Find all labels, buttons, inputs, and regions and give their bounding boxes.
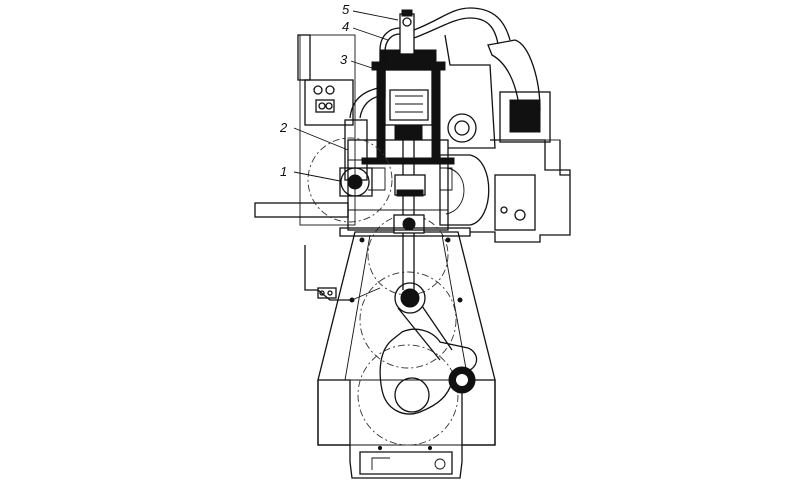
label-5: 5 <box>342 2 350 17</box>
label-4: 4 <box>342 19 349 34</box>
callout-leaders <box>293 10 399 182</box>
turbocharger-casing <box>470 139 571 243</box>
label-1: 1 <box>280 164 287 179</box>
label-2: 2 <box>279 120 288 135</box>
fuel-pump-assembly <box>254 27 401 301</box>
crankcase <box>317 231 496 479</box>
exhaust-valve-assembly <box>399 7 551 149</box>
crankshaft <box>357 214 478 446</box>
label-3: 3 <box>340 52 348 67</box>
